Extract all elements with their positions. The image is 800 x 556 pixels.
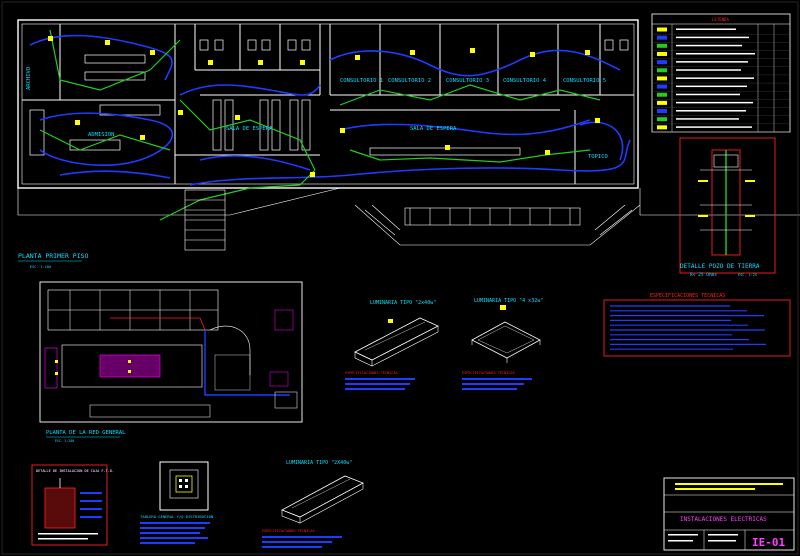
grounding-detail: DETALLE POZO DE TIERRA R< 25 Ohms ESC. 1… <box>679 137 776 278</box>
network-scale: ESC. 1:200 <box>55 439 74 443</box>
stairs <box>184 189 641 251</box>
luminaire-3: LUMINARIA TIPO "2X40w" ESPECIFICACIONES … <box>262 460 364 548</box>
legend-symbol <box>657 117 667 122</box>
spec-table: ESPECIFICACIONES TECNICAS <box>603 293 791 357</box>
room-label-consultorio1: CONSULTORIO 1 <box>340 78 383 84</box>
legend-symbol <box>657 100 667 105</box>
grounding-resistance: R< 25 Ohms <box>690 272 717 278</box>
network-title: PLANTA DE LA RED GENERAL <box>46 430 126 436</box>
legend-symbol <box>657 60 667 65</box>
luminaire-3-title: LUMINARIA TIPO "2X40w" <box>286 460 352 466</box>
sheet-title: INSTALACIONES ELECTRICAS <box>680 516 767 523</box>
luminaire-2-title: LUMINARIA TIPO "4 x32w" <box>474 298 543 304</box>
legend-symbol <box>657 125 667 130</box>
room-label-archivo: ARCHIVO <box>26 67 32 90</box>
legend-symbol <box>657 109 667 114</box>
luminaire-2-specs-title: ESPECIFICACIONES TECNICAS <box>462 371 515 375</box>
title-block: INSTALACIONES ELECTRICAS IE-01 <box>663 477 795 551</box>
luminaire-1-specs-title: ESPECIFICACIONES TECNICAS <box>345 371 398 375</box>
sheet-number: IE-01 <box>752 536 785 549</box>
grounding-title: DETALLE POZO DE TIERRA <box>680 263 760 270</box>
room-label-consultorio5: CONSULTORIO 5 <box>563 78 606 84</box>
legend-symbol <box>657 27 667 32</box>
luminaire-1-title: LUMINARIA TIPO "2x40w" <box>370 300 436 306</box>
room-label-topico: TOPICO <box>588 154 608 160</box>
luminaire-1: LUMINARIA TIPO "2x40w" ESPECIFICACIONES … <box>345 300 439 390</box>
panel-detail: TABLERO GENERAL Y/O DISTRIBUCION <box>140 461 214 544</box>
luminaire-3-specs-title: ESPECIFICACIONES TECNICAS <box>262 529 315 533</box>
plan-scale: ESC. 1:100 <box>30 265 51 269</box>
legend-symbol <box>657 92 667 97</box>
install-detail: DETALLE DE INSTALACION DE CAJA F.T.D. <box>31 464 114 546</box>
plan-title: PLANTA PRIMER PISO <box>18 252 89 260</box>
legend-symbol <box>657 68 667 73</box>
grounding-scale: ESC. 1:25 <box>738 273 757 277</box>
legend-symbol <box>657 43 667 48</box>
legend-symbol <box>657 76 667 81</box>
room-label-sala-espera-main: SALA DE ESPERA <box>410 126 457 132</box>
luminaire-2: LUMINARIA TIPO "4 x32w" ESPECIFICACIONES… <box>462 298 543 390</box>
legend-symbol <box>657 51 667 56</box>
floor-plan: CONSULTORIO 1 CONSULTORIO 2 CONSULTORIO … <box>17 19 800 269</box>
legend-symbol <box>657 84 667 89</box>
room-label-sala-espera-side: SALA DE ESPERA <box>226 126 273 132</box>
legend-table: LEYENDA <box>651 13 791 133</box>
spec-title: ESPECIFICACIONES TECNICAS <box>650 293 725 299</box>
install-detail-title: DETALLE DE INSTALACION DE CAJA F.T.D. <box>36 469 114 473</box>
network-plan: PLANTA DE LA RED GENERAL ESC. 1:200 <box>39 281 303 443</box>
room-label-consultorio4: CONSULTORIO 4 <box>503 78 547 84</box>
room-label-consultorio2: CONSULTORIO 2 <box>388 78 431 84</box>
legend-symbol <box>657 35 667 40</box>
room-label-consultorio3: CONSULTORIO 3 <box>446 78 489 84</box>
legend-title: LEYENDA <box>712 17 729 22</box>
panel-title: TABLERO GENERAL Y/O DISTRIBUCION <box>140 514 214 519</box>
room-label-admision: ADMISION <box>88 132 115 138</box>
